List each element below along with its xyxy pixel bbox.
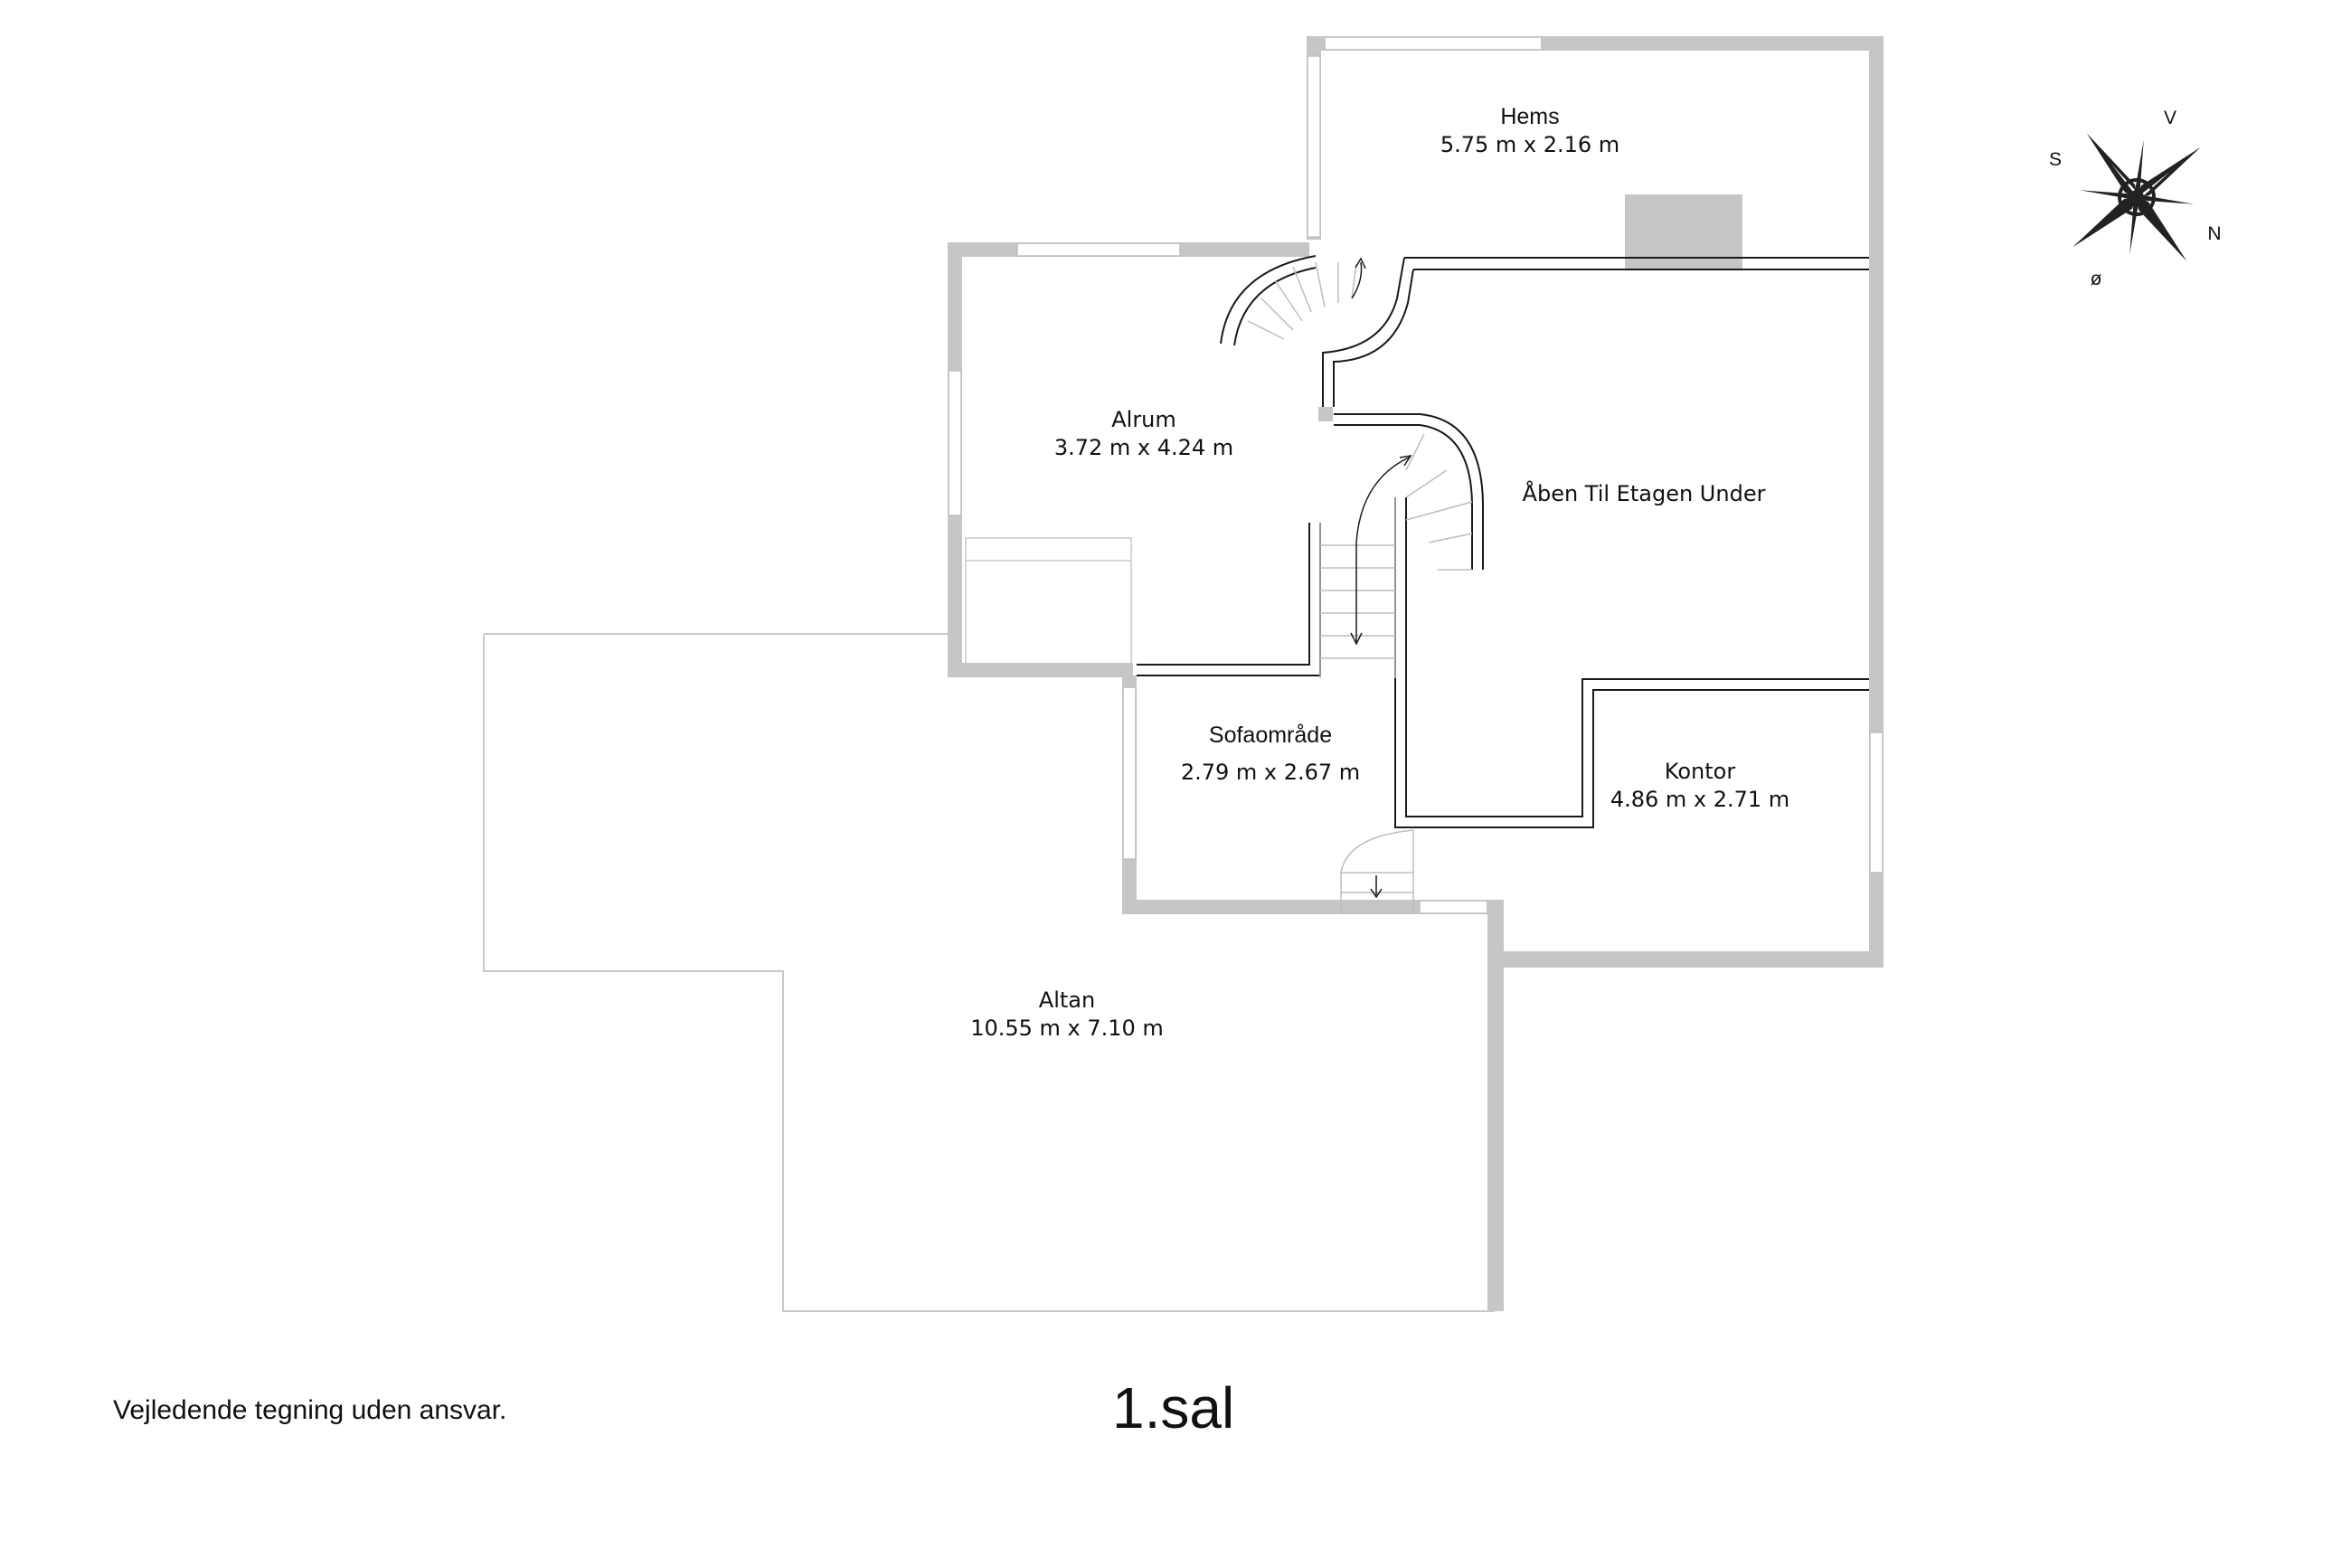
room-altan: Altan 10.55 m x 7.10 m xyxy=(970,987,1164,1043)
sofa-stair xyxy=(1340,829,1414,914)
windows xyxy=(948,36,1884,914)
room-hems-name: Hems xyxy=(1500,104,1560,129)
room-kontor-name: Kontor xyxy=(1664,759,1736,784)
inner-walls xyxy=(1137,257,1869,828)
room-altan-size: 10.55 m x 7.10 m xyxy=(970,1015,1164,1041)
room-alrum-name: Alrum xyxy=(1111,407,1176,432)
room-alrum-size: 3.72 m x 4.24 m xyxy=(1053,435,1234,460)
room-open-below-name: Åben Til Etagen Under xyxy=(1522,481,1766,506)
compass-v: V xyxy=(2163,108,2177,128)
upper-stair xyxy=(1220,255,1366,346)
floor-title: 1.sal xyxy=(1112,1375,1235,1440)
room-hems: Hems 5.75 m x 2.16 m xyxy=(1440,103,1619,159)
room-open-below: Åben Til Etagen Under xyxy=(1523,480,1766,508)
room-altan-name: Altan xyxy=(1038,987,1096,1013)
compass-rose-icon xyxy=(2072,133,2201,261)
room-sofa: Sofaområde 2.79 m x 2.67 m xyxy=(1181,722,1360,787)
room-sofa-size: 2.79 m x 2.67 m xyxy=(1180,760,1361,785)
altan-outline xyxy=(483,633,1495,1312)
room-hems-size: 5.75 m x 2.16 m xyxy=(1440,132,1620,157)
compass-o: ø xyxy=(2090,269,2102,289)
room-sofa-name: Sofaområde xyxy=(1208,723,1333,748)
compass-n: N xyxy=(2207,223,2222,244)
room-kontor-size: 4.86 m x 2.71 m xyxy=(1610,787,1790,812)
walls xyxy=(948,36,1884,1311)
alrum-fixture xyxy=(965,537,1132,666)
lower-stair xyxy=(1319,433,1473,678)
room-alrum: Alrum 3.72 m x 4.24 m xyxy=(1054,406,1233,462)
disclaimer: Vejledende tegning uden ansvar. xyxy=(113,1395,507,1425)
room-kontor: Kontor 4.86 m x 2.71 m xyxy=(1610,758,1789,814)
compass-s: S xyxy=(2048,149,2063,170)
